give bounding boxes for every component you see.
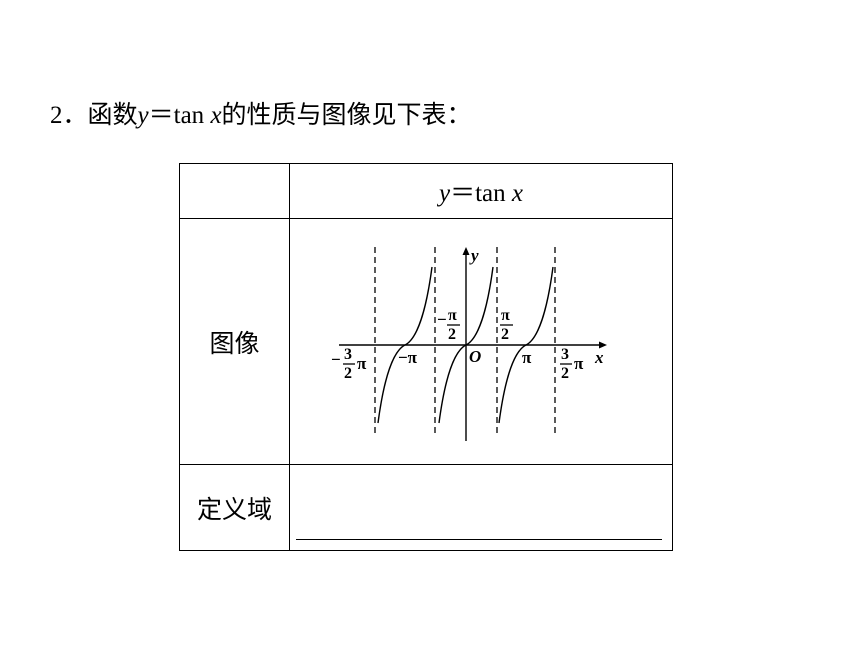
neg-3pi-half-pi: π [357, 354, 367, 373]
heading-x: x [210, 102, 222, 129]
section-heading: 2．函数y＝tan x的性质与图像见下表： [50, 98, 472, 134]
answer-blank-line[interactable] [296, 539, 662, 540]
header-y: y [438, 180, 451, 207]
neg-pi-label: −π [398, 348, 418, 367]
x-axis-arrow-icon [599, 341, 607, 348]
neg-pi-half-minus: − [437, 310, 447, 329]
properties-table: y＝tan x 图像 [179, 163, 673, 551]
pi-half-numerator: π [501, 307, 510, 324]
table-row-image: 图像 [179, 218, 673, 465]
heading-eq: ＝tan [148, 102, 211, 129]
neg-3pi-half-numerator: 3 [344, 346, 352, 363]
graph-cell: y x O − π 2 π 2 −π π − [289, 218, 673, 465]
neg-pi-half-numerator: π [448, 307, 457, 324]
y-axis-arrow-icon [462, 246, 470, 255]
table-row-header: y＝tan x [179, 163, 673, 219]
heading-number: 2． [50, 102, 88, 129]
pi-half-denominator: 2 [501, 326, 509, 343]
table-row-domain: 定义域 [179, 464, 673, 551]
graph-labels: y x O − π 2 π 2 −π π − [331, 246, 604, 382]
domain-answer-cell [289, 464, 673, 551]
tan-graph: y x O − π 2 π 2 −π π − [331, 246, 607, 441]
table-header-cell: y＝tan x [289, 163, 673, 219]
pi-label: π [522, 348, 532, 367]
tangent-curves [377, 266, 554, 423]
tan-branch-2 [438, 266, 494, 423]
y-axis-label: y [469, 246, 479, 265]
domain-label-cell: 定义域 [179, 464, 290, 551]
neg-3pi-half-denominator: 2 [344, 365, 352, 382]
header-x: x [511, 180, 523, 207]
tan-branch-1 [377, 266, 433, 423]
3pi-half-numerator: 3 [561, 346, 569, 363]
axes [339, 246, 607, 441]
heading-y: y [137, 102, 149, 129]
neg-3pi-half-minus: − [331, 350, 341, 369]
image-label-cell: 图像 [179, 218, 290, 465]
header-eq: ＝tan [450, 180, 512, 207]
3pi-half-pi: π [574, 354, 584, 373]
x-axis-label: x [594, 348, 604, 367]
tan-branch-3 [498, 266, 554, 423]
neg-pi-half-denominator: 2 [448, 326, 456, 343]
3pi-half-denominator: 2 [561, 365, 569, 382]
heading-post: 的性质与图像见下表： [221, 102, 472, 129]
asymptotes [374, 246, 556, 437]
origin-label: O [469, 347, 481, 366]
heading-pre: 函数 [87, 102, 138, 129]
table-corner-cell [179, 163, 290, 219]
